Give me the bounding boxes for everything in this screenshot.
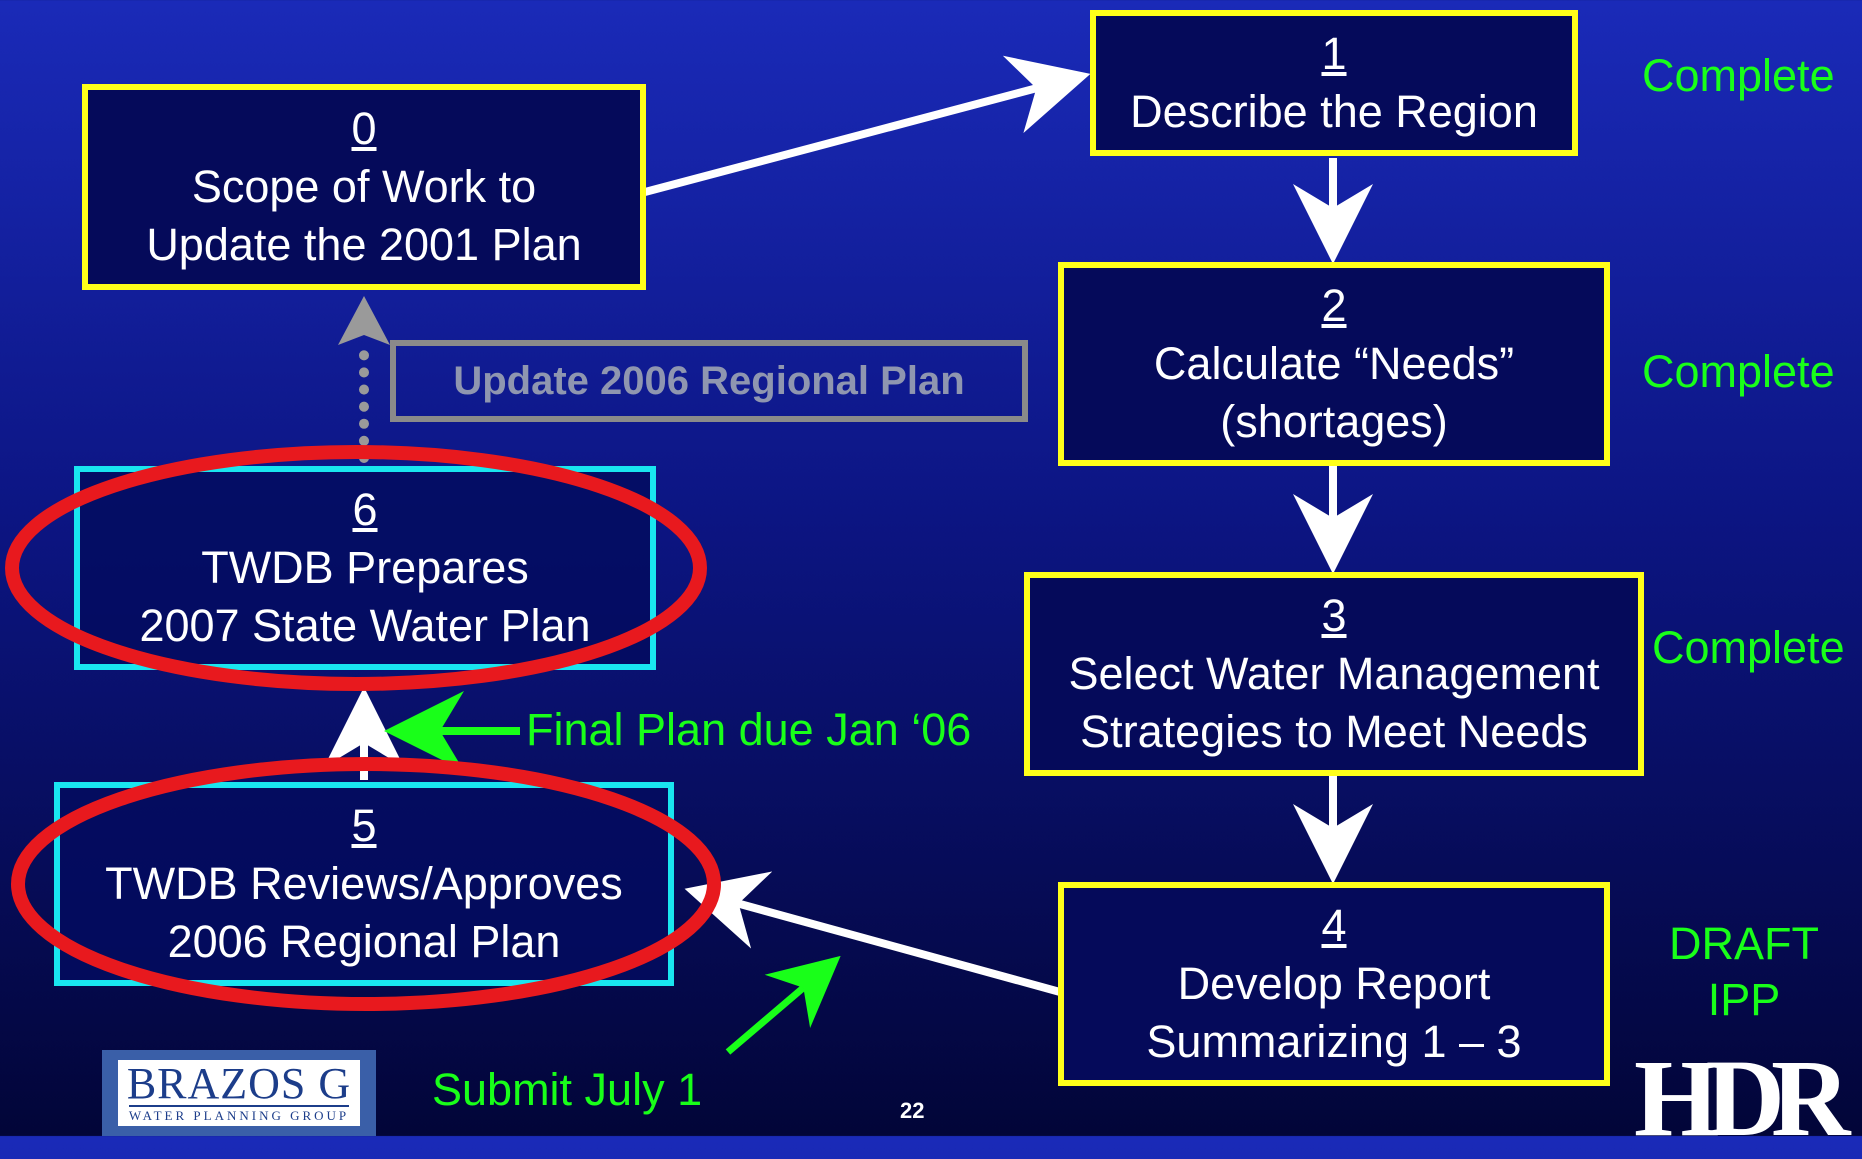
step-5-line2: 2006 Regional Plan [167,916,561,967]
step-1-number: 1 [1321,28,1347,79]
step-4-number: 4 [1321,900,1347,951]
step-6-number: 6 [352,484,378,535]
step-3-status: Complete [1652,622,1845,673]
brazos-g-logo: BRAZOS G WATER PLANNING GROUP [102,1050,376,1136]
step-4-status-line2: IPP [1707,974,1781,1025]
step-2-number: 2 [1321,280,1347,331]
arrow-0-to-1 [643,55,1091,196]
update-regional-plan-box: Update 2006 Regional Plan [390,340,1028,422]
step-2-status: Complete [1642,346,1835,397]
step-2-box: 2 Calculate “Needs” (shortages) [1058,262,1610,466]
brazos-logo-title: BRAZOS G [126,1058,352,1108]
submit-label: Submit July 1 [432,1064,703,1115]
brazos-g-logo-inner: BRAZOS G WATER PLANNING GROUP [118,1060,360,1126]
step-3-number: 3 [1321,590,1347,641]
step-1-status: Complete [1642,50,1835,101]
step-6-line1: TWDB Prepares [201,542,529,593]
step-2-line2: (shortages) [1220,396,1448,447]
step-4-line2: Summarizing 1 – 3 [1146,1016,1522,1067]
step-6-line2: 2007 State Water Plan [139,600,591,651]
step-3-box: 3 Select Water Management Strategies to … [1024,572,1644,776]
brazos-logo-subtitle: WATER PLANNING GROUP [128,1104,350,1124]
step-0-line1: Scope of Work to [191,161,537,212]
step-0-number: 0 [351,103,377,154]
arrow-6-to-0-head [338,296,390,345]
step-5-box: 5 TWDB Reviews/Approves 2006 Regional Pl… [54,782,674,986]
hdr-logo: HDR [1634,1037,1850,1159]
arrow-4-to-5 [684,871,1062,996]
step-4-status-line1: DRAFT [1669,918,1819,969]
submit-green-arrow [725,955,841,1055]
update-regional-plan-label: Update 2006 Regional Plan [453,358,965,403]
step-4-line1: Develop Report [1177,958,1491,1009]
step-0-line2: Update the 2001 Plan [146,219,582,270]
step-4-status: DRAFT IPP [1664,916,1824,1028]
step-6-box: 6 TWDB Prepares 2007 State Water Plan [74,466,656,670]
step-3-line1: Select Water Management [1068,648,1600,699]
step-1-box: 1 Describe the Region [1090,10,1578,156]
step-0-box: 0 Scope of Work to Update the 2001 Plan [82,84,646,290]
step-5-number: 5 [351,800,377,851]
step-2-line1: Calculate “Needs” [1153,338,1515,389]
step-5-line1: TWDB Reviews/Approves [105,858,623,909]
step-4-box: 4 Develop Report Summarizing 1 – 3 [1058,882,1610,1086]
step-3-line2: Strategies to Meet Needs [1080,706,1588,757]
step-1-line1: Describe the Region [1130,86,1538,137]
slide-number: 22 [900,1098,925,1123]
final-plan-due-label: Final Plan due Jan ‘06 [526,704,972,755]
